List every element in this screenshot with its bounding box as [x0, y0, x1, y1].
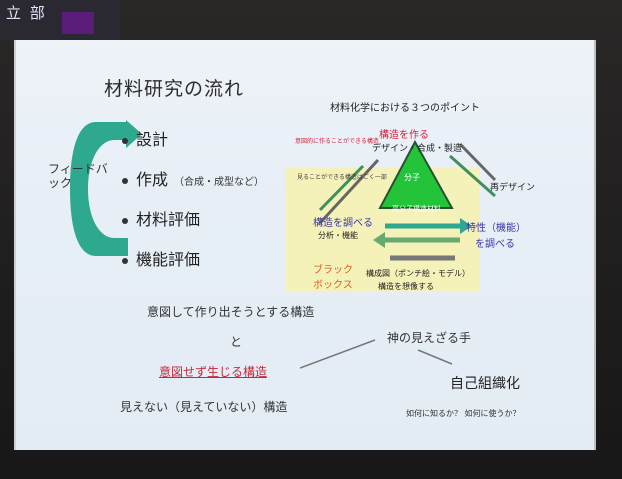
diagram-right-label-2: を調べる — [475, 239, 515, 250]
diagram-right-arrow-label: 再デザイン — [490, 183, 536, 193]
connector-lines — [300, 339, 453, 369]
diagram-bottom-label: 構成図（ポンチ絵・モデル） — [366, 269, 470, 278]
line-invisible: 見えない（見えていない）構造 — [120, 400, 288, 414]
bullet-label: 材料評価 — [136, 210, 201, 229]
bullet-design: 設計 — [122, 126, 168, 150]
line-hand: 神の見えざる手 — [387, 331, 472, 345]
bullet-material-eval: 材料評価 — [122, 206, 200, 230]
top-left-label: 立 部 — [6, 4, 47, 22]
black-box-region — [285, 167, 480, 292]
triangle-bottom-label: 高分子構造材料 — [392, 205, 441, 213]
bullet-label: 機能評価 — [136, 250, 201, 269]
diagram-left-note: 見ることができる構造はごく一部 — [297, 174, 387, 181]
bullet-label: 設計 — [136, 130, 169, 149]
slide-title: 材料研究の流れ — [104, 78, 245, 100]
diagram-title: 材料化学における３つのポイント — [330, 103, 480, 114]
bullet-function-eval: 機能評価 — [122, 246, 200, 270]
diagram-top-sub: デザイン・合成・製造 — [372, 144, 463, 154]
diagram-left-box-sub: 分析・機能 — [318, 231, 358, 240]
diagram-arrows — [318, 139, 497, 261]
bullet-dot-icon — [122, 137, 128, 144]
top-left-overlay — [0, 0, 120, 40]
line-self-org: 自己組織化 — [450, 376, 520, 392]
bullet-dot-icon — [122, 217, 128, 224]
diagram-top-label: 構造を作る — [379, 130, 429, 141]
diagram-right-label: 特性（機能） — [466, 223, 526, 234]
diagram-left-box-title: 構造を調べる — [313, 218, 373, 229]
black-box-label-2: ボックス — [313, 280, 353, 291]
bullet-create: 作成 （合成・成型など） — [122, 166, 264, 190]
line-unintended: 意図せず生じる構造 — [159, 365, 268, 379]
bullet-label: 作成 — [136, 170, 169, 189]
bullet-dot-icon — [122, 177, 128, 184]
purple-patch — [62, 12, 94, 34]
line-intent: 意図して作り出そうとする構造 — [147, 305, 315, 319]
line-questions: 如何に知るか？ 如何に使うか？ — [406, 409, 521, 418]
feedback-label: フィードバック — [48, 162, 108, 190]
black-box-label-1: ブラック — [313, 265, 353, 276]
diagram-left-note-red: 意図的に作ることができる構造 — [295, 138, 379, 145]
triangle-top-label: 分子 — [404, 173, 420, 182]
bullet-note: （合成・成型など） — [174, 177, 265, 188]
line-and: と — [230, 335, 243, 349]
feedback-arrow-icon — [70, 120, 142, 256]
diagram-bottom-label-2: 構造を想像する — [378, 282, 434, 291]
bullet-dot-icon — [122, 257, 128, 264]
